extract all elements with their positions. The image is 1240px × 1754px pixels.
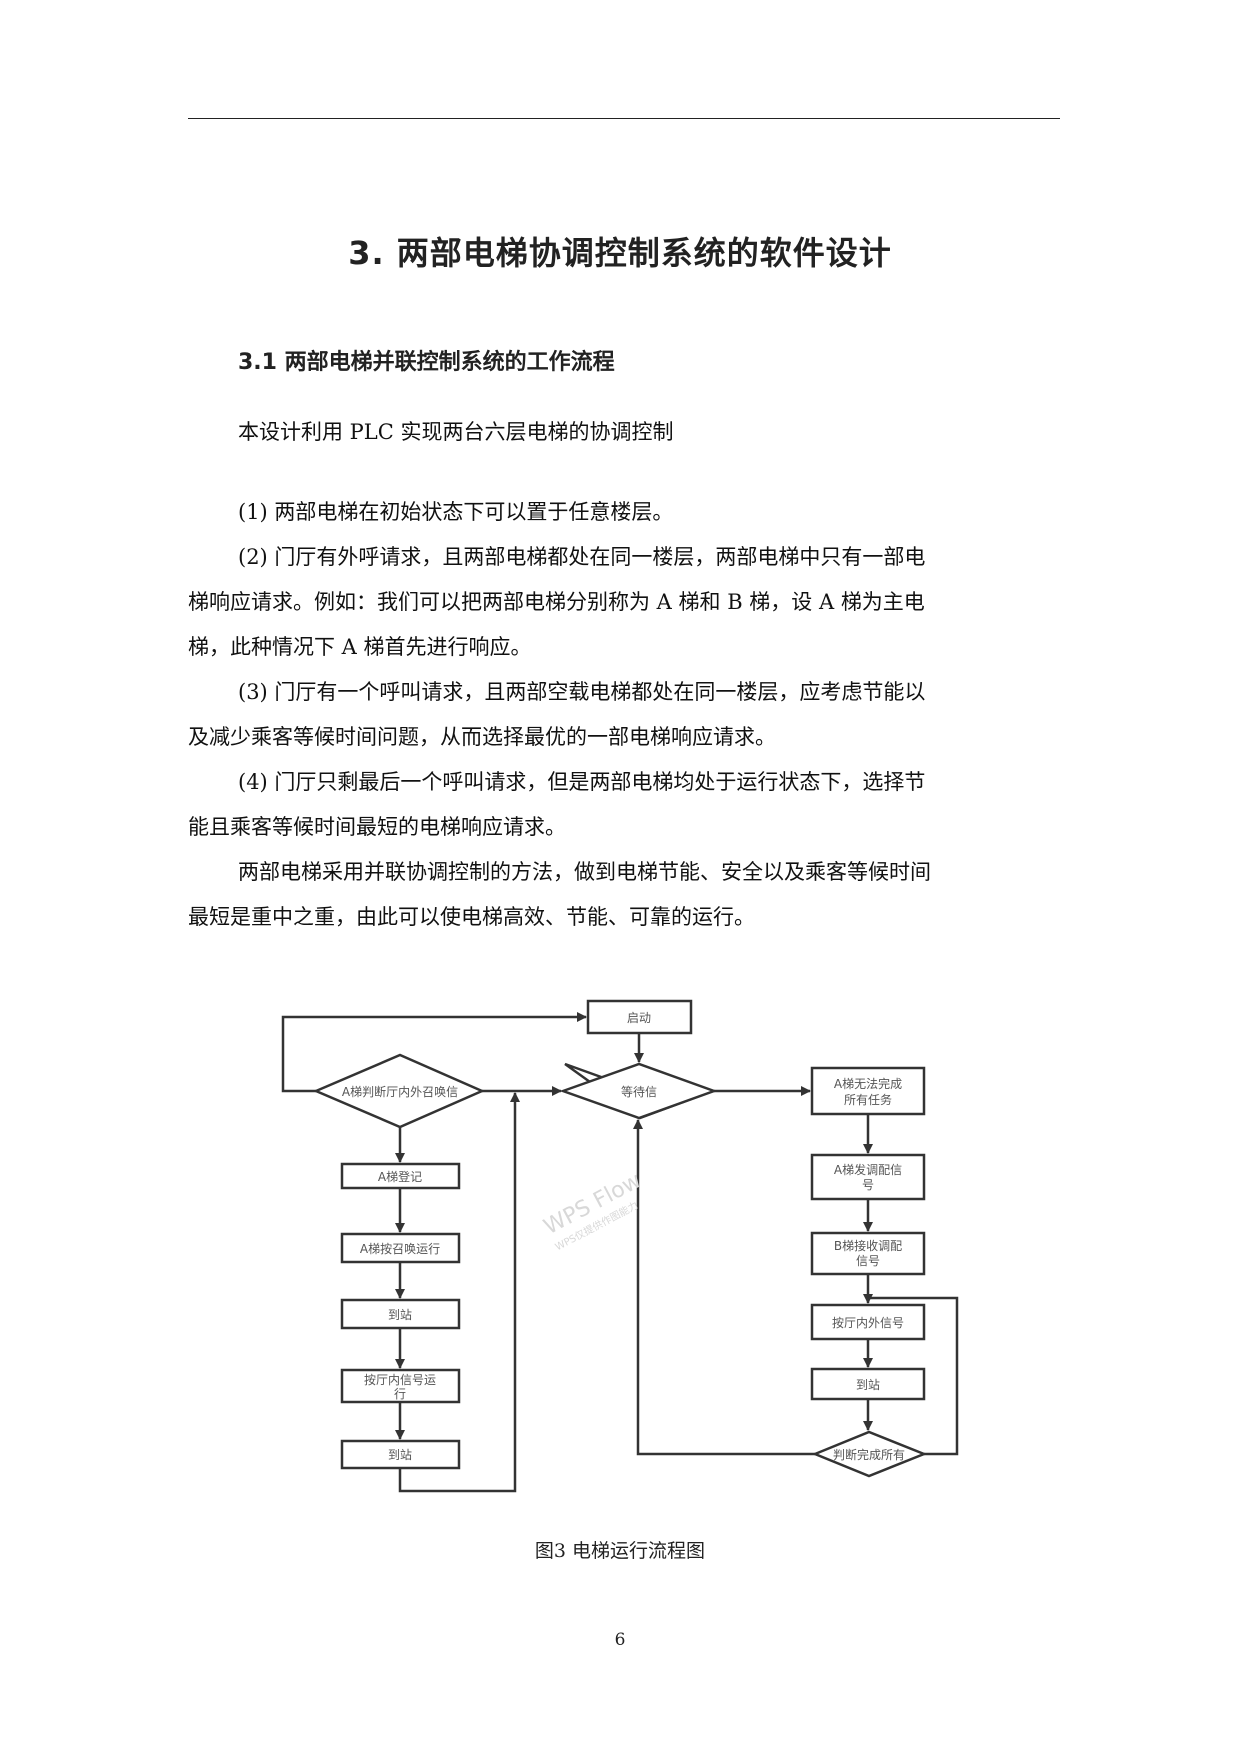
node-wait-label: 等待信 — [621, 1085, 657, 1099]
node-b-recv-label: 信号 — [856, 1254, 880, 1268]
paragraph-line: 两部电梯采用并联协调控制的方法，做到电梯节能、安全以及乘客等候时间 — [238, 860, 931, 884]
paragraph-line: 能且乘客等候时间最短的电梯响应请求。 — [188, 815, 566, 839]
node-arrive-3-label: 到站 — [856, 1378, 880, 1392]
paragraph-line: (4) 门厅只剩最后一个呼叫请求，但是两部电梯均处于运行状态下，选择节 — [238, 770, 926, 794]
paragraph-4: (4) 门厅只剩最后一个呼叫请求，但是两部电梯均处于运行状态下，选择节 能且乘客… — [188, 760, 1060, 850]
node-b-recv-label: B梯接收调配 — [834, 1238, 902, 1253]
paragraph-line: (2) 门厅有外呼请求，且两部电梯都处在同一楼层，两部电梯中只有一部电 — [238, 545, 926, 569]
node-a-cannot-label: 所有任务 — [844, 1092, 892, 1107]
node-a-send-label: 号 — [862, 1178, 874, 1192]
node-run-inside-label: 按厅内信号运 — [364, 1373, 436, 1387]
header-rule — [188, 118, 1060, 119]
paragraph-line: 及减少乘客等候时间问题，从而选择最优的一部电梯响应请求。 — [188, 725, 776, 749]
paragraph-5: 两部电梯采用并联协调控制的方法，做到电梯节能、安全以及乘客等候时间 最短是重中之… — [188, 850, 1060, 940]
node-run-inside-label: 行 — [394, 1387, 406, 1401]
paragraph-line: 梯响应请求。例如：我们可以把两部电梯分别称为 A 梯和 B 梯，设 A 梯为主电 — [188, 590, 925, 614]
intro-text: 本设计利用 PLC 实现两台六层电梯的协调控制 — [238, 420, 674, 444]
node-run-inside — [340, 1368, 461, 1404]
paragraph-3: (3) 门厅有一个呼叫请求，且两部空载电梯都处在同一楼层，应考虑节能以 及减少乘… — [188, 670, 1060, 760]
node-a-judge-label: A梯判断厅内外召唤信 — [342, 1084, 458, 1099]
node-start-label: 启动 — [627, 1011, 651, 1025]
node-a-register-label: A梯登记 — [378, 1169, 422, 1184]
node-by-signal — [810, 1303, 926, 1341]
figure-caption: 图3 电梯运行流程图 — [534, 1540, 706, 1562]
node-a-run-call-label: A梯按召唤运行 — [360, 1242, 440, 1256]
node-arrive-1 — [340, 1298, 461, 1330]
paragraph-line: (1) 两部电梯在初始状态下可以置于任意楼层。 — [238, 500, 674, 524]
node-b-recv — [810, 1231, 926, 1276]
paragraph-1: (1) 两部电梯在初始状态下可以置于任意楼层。 — [188, 490, 1060, 535]
chapter-title: 3. 两部电梯协调控制系统的软件设计 — [348, 234, 892, 272]
section-title: 3.1 两部电梯并联控制系统的工作流程 — [238, 350, 615, 375]
node-arrive-1-label: 到站 — [388, 1308, 412, 1322]
paragraph-line: (3) 门厅有一个呼叫请求，且两部空载电梯都处在同一楼层，应考虑节能以 — [238, 680, 926, 704]
node-by-signal-label: 按厅内外信号 — [832, 1316, 904, 1330]
node-start — [586, 999, 693, 1035]
node-arrive-2-label: 到站 — [388, 1448, 412, 1462]
node-a-send — [810, 1153, 926, 1201]
node-judge-done-label: 判断完成所有 — [833, 1447, 905, 1462]
node-a-send-label: A梯发调配信 — [834, 1162, 902, 1177]
node-a-cannot-label: A梯无法完成 — [834, 1076, 902, 1091]
intro-paragraph: 本设计利用 PLC 实现两台六层电梯的协调控制 — [188, 410, 1060, 455]
node-a-cannot — [810, 1066, 926, 1116]
paragraph-line: 最短是重中之重，由此可以使电梯高效、节能、可靠的运行。 — [188, 905, 755, 929]
paragraph-line: 梯，此种情况下 A 梯首先进行响应。 — [188, 635, 532, 659]
paragraph-2: (2) 门厅有外呼请求，且两部电梯都处在同一楼层，两部电梯中只有一部电 梯响应请… — [188, 535, 1060, 670]
page-number: 6 — [614, 1630, 626, 1650]
